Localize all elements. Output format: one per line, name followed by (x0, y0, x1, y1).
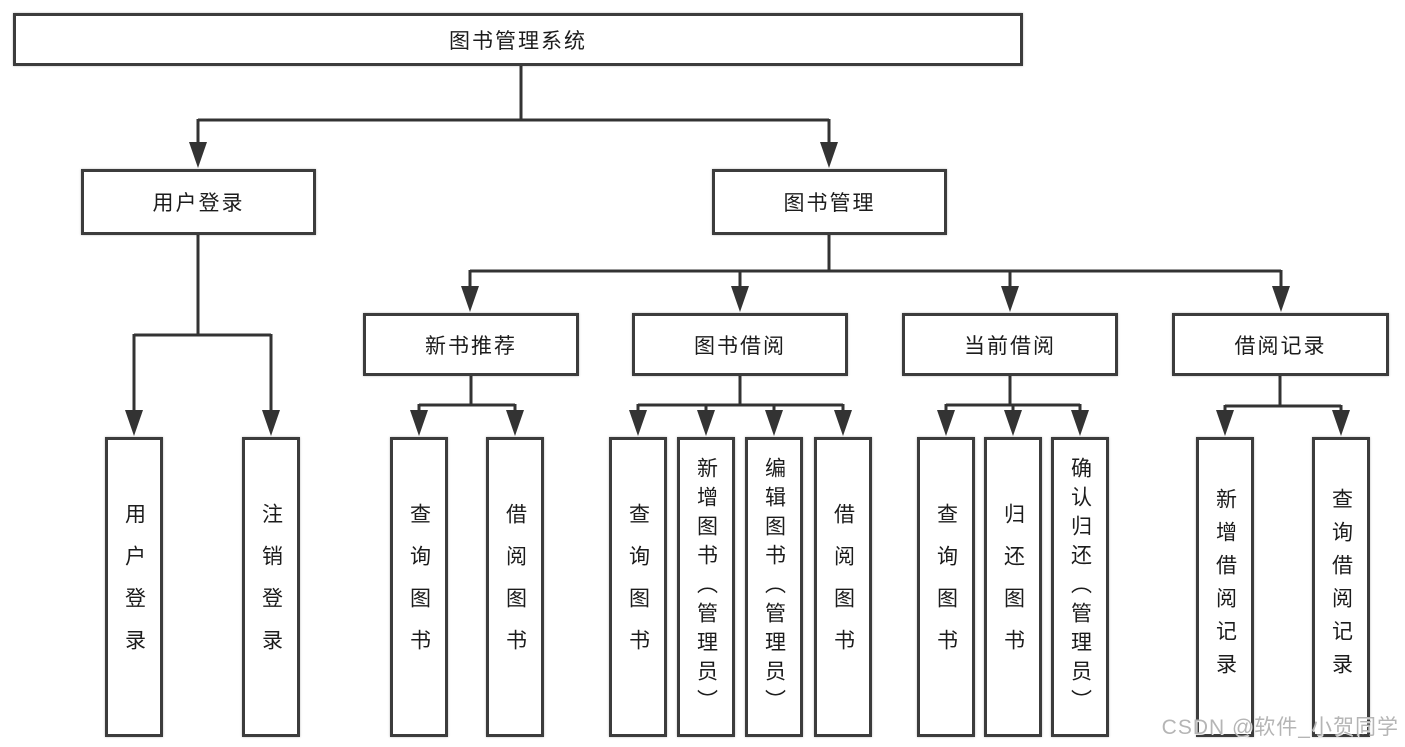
node-user-login: 用户登录 (81, 169, 316, 235)
leaf-query-books-recommend: 查询图书 (390, 437, 448, 737)
node-label: 注销登录 (259, 503, 283, 671)
node-label: 借阅图书 (503, 503, 527, 671)
node-label: 查询借阅记录 (1329, 488, 1353, 686)
node-label: 新增图书（管理员） (694, 456, 718, 718)
node-label: 编辑图书（管理员） (762, 456, 786, 718)
node-book-management: 图书管理 (712, 169, 947, 235)
node-label: 新增借阅记录 (1213, 488, 1237, 686)
leaf-add-books-admin: 新增图书（管理员） (677, 437, 735, 737)
connector-book-management-children (461, 235, 1290, 312)
leaf-query-borrow-record: 查询借阅记录 (1312, 437, 1370, 737)
node-label: 确认归还（管理员） (1068, 456, 1092, 718)
node-book-borrowing: 图书借阅 (632, 313, 848, 376)
leaf-logout: 注销登录 (242, 437, 300, 737)
node-new-book-recommend: 新书推荐 (363, 313, 579, 376)
node-current-borrowing: 当前借阅 (902, 313, 1118, 376)
connector-current-children (937, 376, 1089, 436)
connector-user-login-children (125, 235, 280, 436)
leaf-query-books-borrow: 查询图书 (609, 437, 667, 737)
node-label: 图书管理系统 (449, 29, 587, 53)
connector-borrow-children (629, 376, 852, 436)
leaf-confirm-return-admin: 确认归还（管理员） (1051, 437, 1109, 737)
leaf-borrow-books-recommend: 借阅图书 (486, 437, 544, 737)
node-label: 归还图书 (1001, 503, 1025, 671)
node-label: 图书借阅 (694, 334, 786, 358)
leaf-add-borrow-record: 新增借阅记录 (1196, 437, 1254, 737)
connector-root-to-level2 (189, 66, 838, 168)
node-label: 查询图书 (626, 503, 650, 671)
leaf-return-books: 归还图书 (984, 437, 1042, 737)
node-label: 用户登录 (152, 192, 245, 215)
node-label: 图书管理 (783, 192, 876, 215)
leaf-user-login: 用户登录 (105, 437, 163, 737)
node-borrowing-records: 借阅记录 (1172, 313, 1389, 376)
connector-records-children (1216, 376, 1350, 436)
node-label: 借阅图书 (831, 503, 855, 671)
node-label: 当前借阅 (964, 334, 1056, 358)
csdn-watermark: CSDN @软件_小贺同学 (1161, 716, 1399, 739)
connector-recommend-children (410, 376, 524, 436)
node-label: 新书推荐 (425, 334, 517, 358)
node-label: 查询图书 (934, 503, 958, 671)
node-label: 查询图书 (407, 503, 431, 671)
leaf-query-books-current: 查询图书 (917, 437, 975, 737)
node-label: 借阅记录 (1234, 334, 1327, 358)
node-library-management-system: 图书管理系统 (13, 13, 1023, 66)
leaf-borrow-books: 借阅图书 (814, 437, 872, 737)
node-label: 用户登录 (122, 503, 146, 671)
leaf-edit-books-admin: 编辑图书（管理员） (745, 437, 803, 737)
